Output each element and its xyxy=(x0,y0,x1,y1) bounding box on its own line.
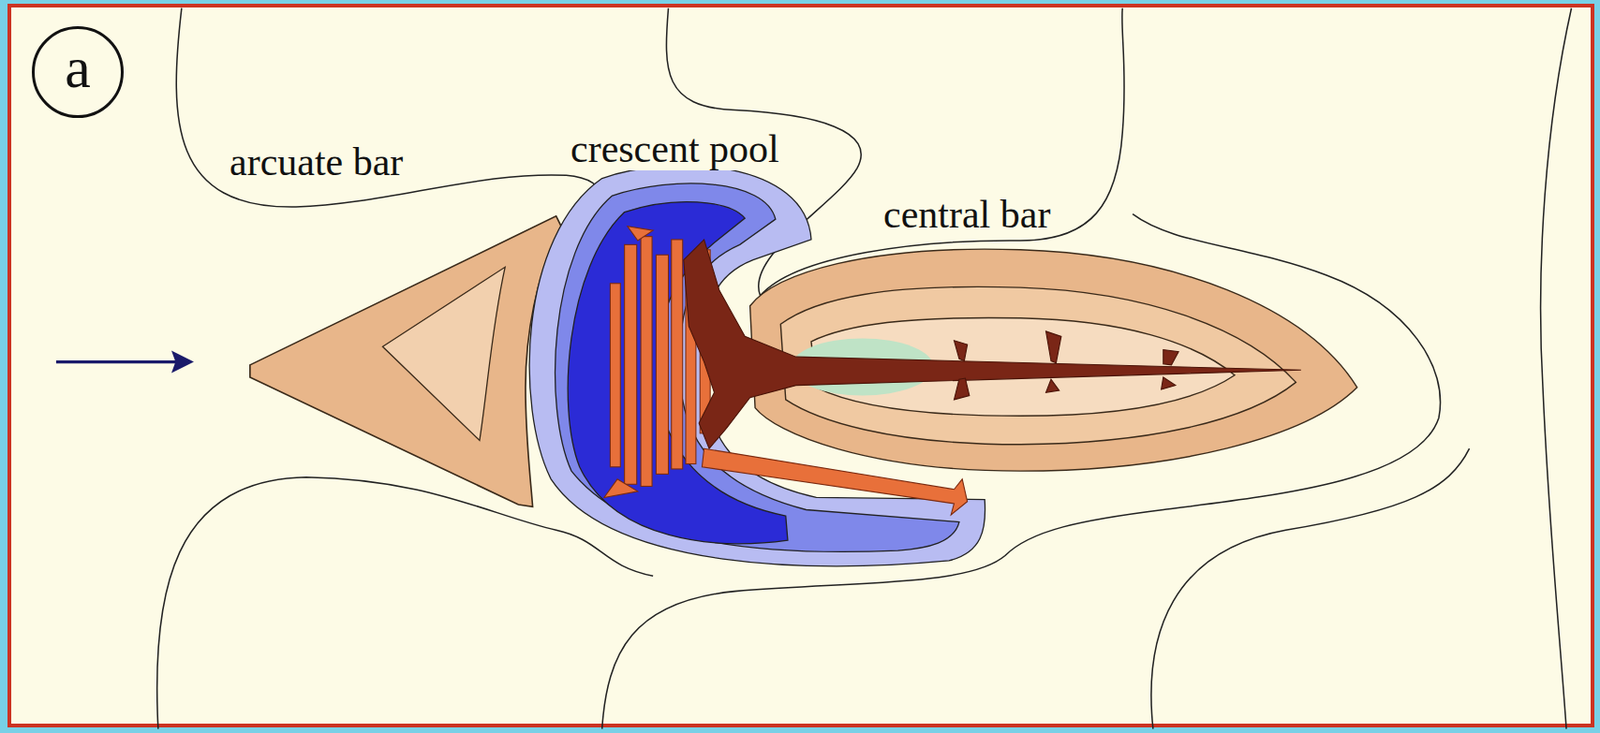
panel-letter: a xyxy=(64,38,91,97)
feature-label: arcuate bar xyxy=(226,140,406,184)
panel-letter-circle: a xyxy=(31,26,124,119)
tree-trunk xyxy=(683,239,1302,449)
feature-label: central bar xyxy=(880,192,1053,237)
flow-arrow xyxy=(56,351,194,374)
contour-lines xyxy=(157,8,1572,730)
arcuate-bar-shape xyxy=(250,216,562,507)
feature-label: crescent pool xyxy=(567,127,783,171)
